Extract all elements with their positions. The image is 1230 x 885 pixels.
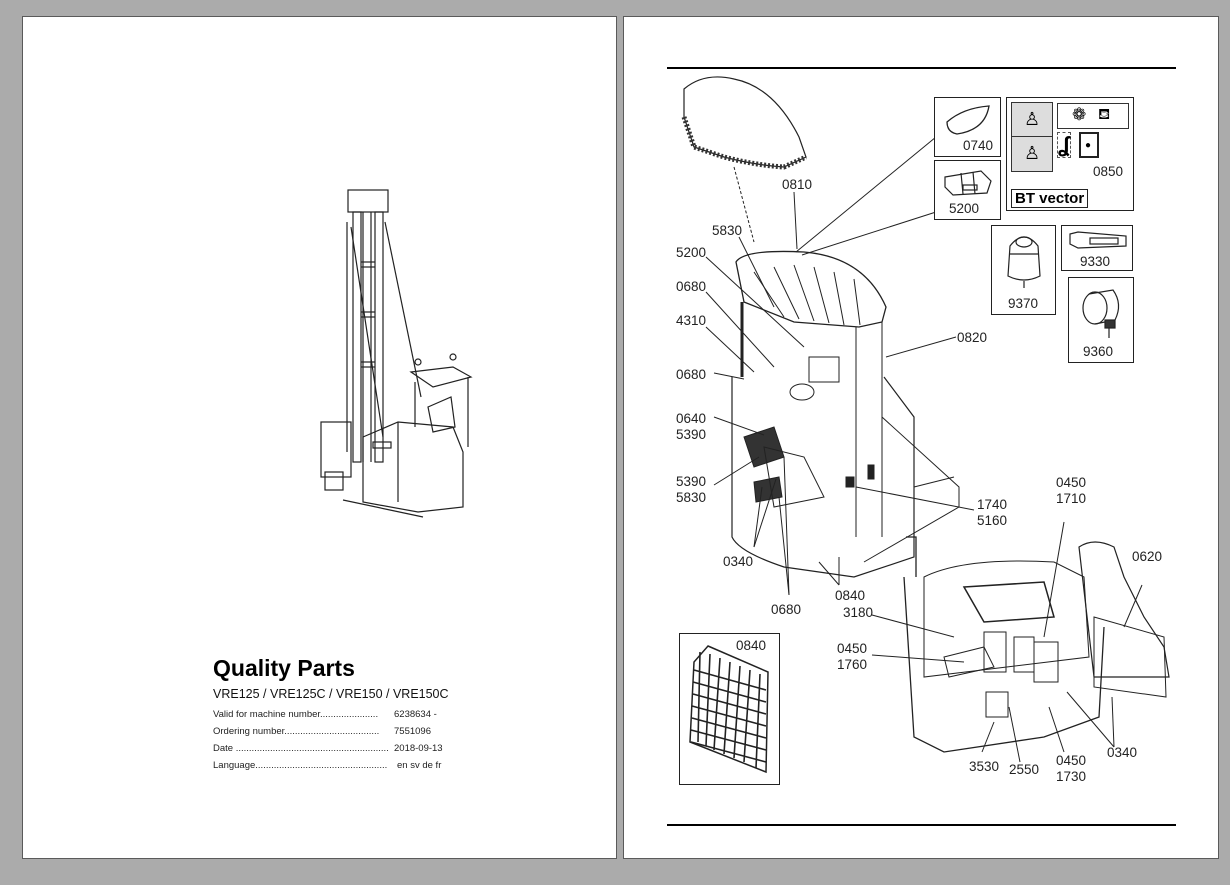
callout-0810: 0810: [782, 177, 813, 192]
info-label: Date ...................................…: [213, 743, 388, 754]
callout-2550: 2550: [1009, 762, 1040, 777]
light-bar-icon: [944, 170, 992, 196]
callout-0680: 0680: [771, 602, 802, 617]
callout-0840: 0840: [835, 588, 866, 603]
callout-3180: 3180: [843, 605, 874, 620]
hydraulic-oil-icon: ●: [1079, 132, 1099, 158]
callout-0450-1760: 0450 1760: [837, 641, 868, 672]
oil-drop-icon: ●: [1085, 140, 1092, 151]
hydraulic-tank-icon: ⛾: [1098, 106, 1111, 123]
operator-icon: ♙: [1024, 143, 1041, 163]
inset-cover-0740: 0740: [934, 97, 1001, 157]
exploded-parts-diagram: [681, 76, 1170, 763]
radio-icon: [1069, 231, 1127, 249]
inset-radio-9330: 9330: [1061, 225, 1133, 271]
inset-beacon-9370: 9370: [991, 225, 1056, 315]
callout-0340: 0340: [1107, 745, 1138, 760]
inset-work-light-9360: 9360: [1068, 277, 1134, 363]
decal-fuse-hydraulic: ❁ ⛾: [1057, 103, 1129, 129]
callout-5390-5830: 5390 5830: [676, 474, 707, 505]
gear-icon: ❁: [1072, 105, 1087, 124]
cover-page: Quality Parts VRE125 / VRE125C / VRE150 …: [22, 16, 617, 859]
callout-0620: 0620: [1132, 549, 1163, 564]
top-rule: [667, 67, 1176, 69]
inset-mesh-guard-0840: 0840: [679, 633, 780, 785]
callout-1740-5160: 1740 5160: [977, 497, 1008, 528]
callout-0450-1730: 0450 1730: [1056, 753, 1087, 784]
callout-0820: 0820: [957, 330, 988, 345]
model-list: VRE125 / VRE125C / VRE150 / VRE150C: [213, 687, 449, 701]
part-number: 5200: [949, 201, 980, 216]
inset-decals-0850: ♙ ♙ ❁ ⛾ ʆ ● 0850 BT vector: [1006, 97, 1134, 211]
part-number: 9370: [1008, 296, 1039, 311]
cover-part-icon: [946, 105, 990, 135]
brand-decal: BT vector: [1011, 189, 1089, 208]
callout-5830: 5830: [712, 223, 743, 238]
part-number: 0740: [963, 138, 994, 153]
callout-0340: 0340: [723, 554, 754, 569]
parts-diagram-page: 0740 5200 ♙ ♙ ❁ ⛾ ʆ ● 0850 BT vector 937…: [623, 16, 1219, 859]
decal-operator-panel: ♙ ♙: [1011, 102, 1053, 172]
part-number: 0840: [736, 638, 767, 653]
work-light-icon: [1082, 289, 1120, 338]
callout-0680: 0680: [676, 367, 707, 382]
info-value: 2018-09-13: [394, 743, 443, 754]
bottom-rule: [667, 824, 1176, 826]
callout-3530: 3530: [969, 759, 1000, 774]
part-number: 9360: [1083, 344, 1114, 359]
info-label: Ordering number.........................…: [213, 726, 380, 737]
callout-4310: 4310: [676, 313, 707, 328]
part-number: 9330: [1080, 254, 1111, 269]
callout-0450-1710: 0450 1710: [1056, 475, 1087, 506]
document-title: Quality Parts: [213, 655, 355, 681]
info-value: 7551096: [394, 726, 431, 737]
info-label: Language................................…: [213, 760, 388, 771]
part-number: 0850: [1093, 164, 1124, 179]
beacon-icon: [1007, 236, 1041, 288]
callout-0680: 0680: [676, 279, 707, 294]
info-label: Valid for machine number................…: [213, 709, 379, 720]
hook-icon: ʆ: [1057, 132, 1071, 158]
callout-5200: 5200: [676, 245, 707, 260]
operator-icon: ♙: [1024, 109, 1041, 129]
info-value: en sv de fr: [397, 760, 442, 771]
callout-0640-5390: 0640 5390: [676, 411, 707, 442]
inset-light-bar-5200: 5200: [934, 160, 1001, 220]
reach-truck-illustration: [320, 189, 473, 518]
info-value: 6238634 -: [394, 709, 437, 720]
mesh-guard-icon: [689, 645, 769, 774]
